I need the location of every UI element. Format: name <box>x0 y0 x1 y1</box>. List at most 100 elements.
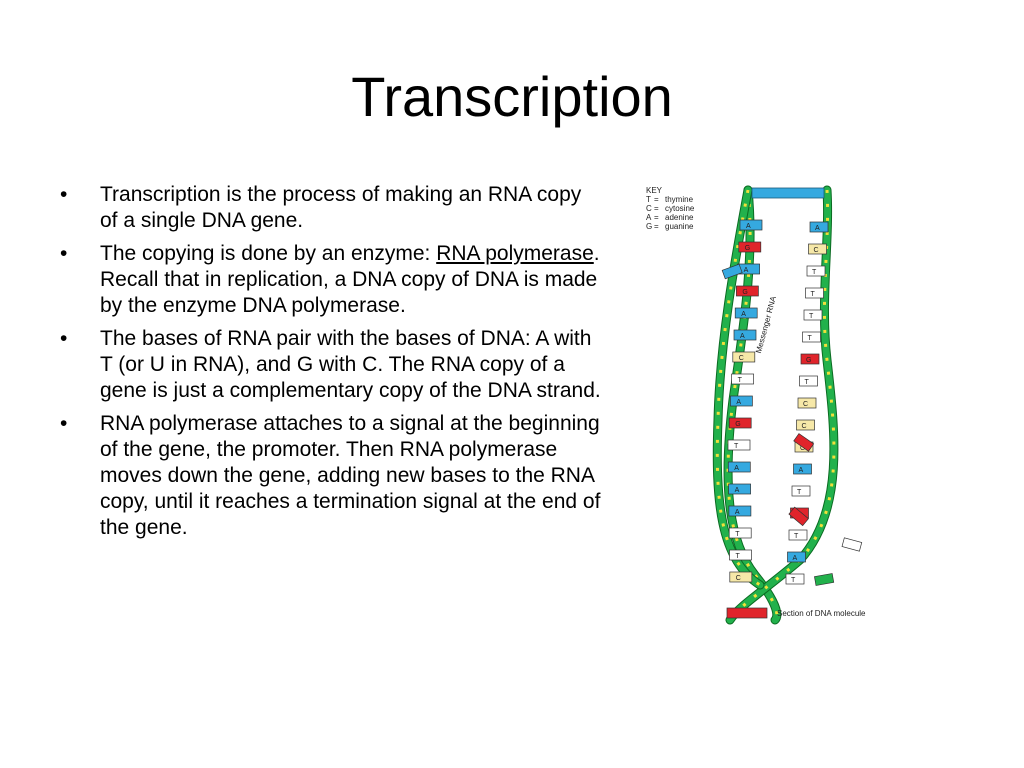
left-base <box>732 351 756 363</box>
right-base-letter: T <box>791 577 796 584</box>
key-letter: C <box>646 204 652 213</box>
left-base-letter: A <box>735 509 740 516</box>
left-base-letter: A <box>735 487 740 494</box>
left-base <box>736 285 759 297</box>
key-name: cytosine <box>665 204 695 213</box>
bullet-list: • Transcription is the process of making … <box>58 182 603 548</box>
dna-backbone <box>713 186 764 589</box>
phosphate-marks <box>728 189 836 621</box>
right-base-letter: C <box>814 247 819 254</box>
free-nucleotide <box>721 263 743 280</box>
right-base-letter: A <box>799 467 804 474</box>
right-base-letter: T <box>797 489 802 496</box>
bullet-icon: • <box>60 327 68 350</box>
right-base <box>808 243 827 255</box>
left-base <box>729 549 752 561</box>
right-base <box>796 419 815 431</box>
left-base-letter: T <box>734 443 739 450</box>
right-base-letter: T <box>812 269 817 276</box>
right-base <box>791 485 811 497</box>
underlined-term: RNA polymerase <box>436 242 594 265</box>
dna-section-label: Section of DNA molecule <box>777 609 866 618</box>
bullet-icon: • <box>60 412 68 435</box>
left-base <box>730 395 753 407</box>
key-row: C= cytosine <box>646 204 694 213</box>
key-row: G= guanine <box>646 222 694 231</box>
left-base <box>738 241 762 253</box>
key-name: guanine <box>665 222 694 231</box>
left-base-letter: C <box>739 355 744 362</box>
bullet-item: • Transcription is the process of making … <box>58 182 603 234</box>
right-base-letter: C <box>800 445 805 452</box>
left-base-letter: G <box>742 289 747 296</box>
left-base-letter: A <box>740 333 745 340</box>
dna-transcription-figure: AAGCATGTATATCGTTACGCTCAAATAGTTTACT <box>712 185 863 625</box>
right-base-letter: G <box>806 357 811 364</box>
left-base <box>733 329 757 341</box>
key-eq: = <box>654 195 659 204</box>
right-base <box>803 309 823 321</box>
left-base <box>734 307 758 319</box>
left-base <box>727 439 751 451</box>
right-base <box>785 573 805 585</box>
right-base-letter: A <box>815 225 820 232</box>
bullet-text: The copying is done by an enzyme: <box>100 242 437 265</box>
left-base-letter: A <box>734 465 739 472</box>
phosphate-marks <box>726 189 779 622</box>
free-nucleotide <box>788 506 809 527</box>
left-base-letter: T <box>735 531 740 538</box>
right-base <box>787 551 806 563</box>
right-base <box>809 221 829 233</box>
bullet-icon: • <box>60 242 68 265</box>
right-base <box>806 265 826 277</box>
right-base-letter: C <box>803 401 808 408</box>
bullet-text: The bases of RNA pair with the bases of … <box>100 327 601 402</box>
left-base <box>728 483 751 495</box>
right-base-letter: T <box>811 291 816 298</box>
left-base-letter: A <box>744 267 749 274</box>
left-base-letter: A <box>736 399 741 406</box>
base-pair-rung <box>726 607 768 619</box>
left-base-letter: T <box>736 553 741 560</box>
key-letter: T <box>646 195 651 204</box>
right-base <box>793 463 812 475</box>
bullet-item: •RNA polymerase attaches to a signal at … <box>58 411 603 541</box>
bullet-item: • The copying is done by an enzyme: RNA p… <box>58 241 603 319</box>
left-base-letter: A <box>741 311 746 318</box>
key-letter: G <box>646 222 653 231</box>
right-base-letter: T <box>808 335 813 342</box>
left-base-letter: A <box>746 223 751 230</box>
left-base <box>727 461 751 473</box>
key-eq: = <box>654 204 659 213</box>
left-base <box>729 571 753 583</box>
free-nucleotide <box>814 573 835 586</box>
key-eq: = <box>654 222 659 231</box>
key-letter: A <box>646 213 652 222</box>
left-base-letter: C <box>736 575 741 582</box>
bullet-item: • The bases of RNA pair with the bases of… <box>58 326 603 404</box>
left-base <box>728 417 752 429</box>
key-title: KEY <box>646 186 663 195</box>
right-base-letter: T <box>794 533 799 540</box>
key-name: adenine <box>665 213 694 222</box>
right-base <box>797 397 817 409</box>
bullet-icon: • <box>60 183 68 206</box>
left-base-letter: T <box>738 377 743 384</box>
slide-title: Transcription <box>351 65 673 128</box>
left-base-letter: G <box>735 421 740 428</box>
bullet-text: . Recall that in replication, a DNA copy… <box>100 242 600 317</box>
right-base <box>800 353 820 365</box>
right-base <box>802 331 821 343</box>
bullet-text: Transcription is the process of making a… <box>100 183 582 232</box>
free-nucleotide <box>841 537 863 552</box>
right-base-letter: T <box>805 379 810 386</box>
left-base <box>728 505 752 517</box>
key-row: A= adenine <box>646 213 694 222</box>
key-row: T=thymine <box>646 195 694 204</box>
right-base <box>805 287 824 299</box>
left-base <box>731 373 754 385</box>
right-base-letter: A <box>793 555 798 562</box>
key-eq: = <box>654 213 659 222</box>
